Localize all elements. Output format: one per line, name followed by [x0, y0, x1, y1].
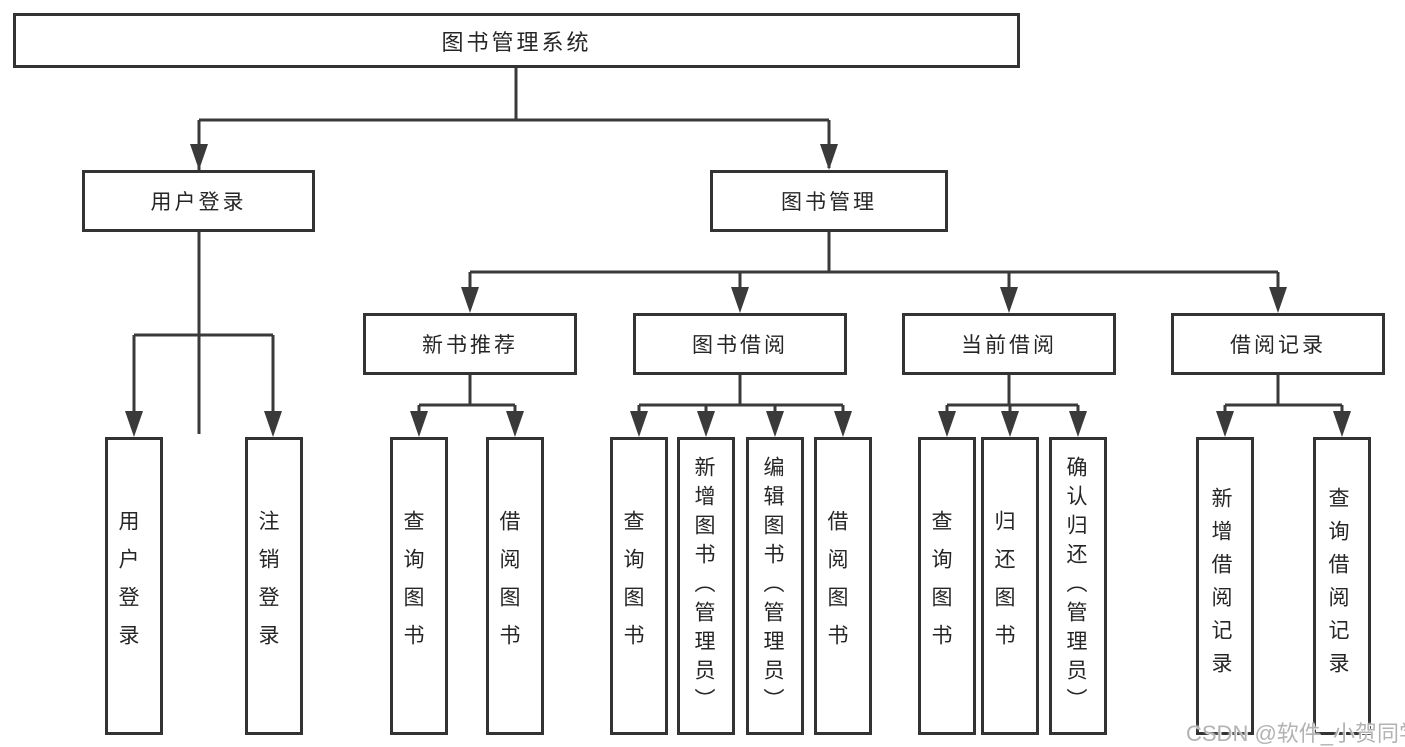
- arrow-down-icon: [461, 287, 479, 313]
- arrow-down-icon: [820, 144, 838, 170]
- leaf-query-books-3: 查询图书: [918, 437, 976, 735]
- node-borrow-records: 借阅记录: [1171, 313, 1385, 375]
- node-label: 图书管理: [781, 191, 877, 214]
- node-label: 编辑图书（管理员）: [761, 455, 784, 717]
- node-label: 查询图书: [401, 510, 424, 662]
- connector-book-borrow-to-leaves: [637, 375, 845, 432]
- arrow-down-icon: [938, 411, 956, 437]
- arrow-down-icon: [1001, 411, 1019, 437]
- node-label: 借阅记录: [1230, 334, 1326, 357]
- node-label: 新书推荐: [422, 334, 518, 357]
- connector-root-to-branches: [197, 68, 831, 434]
- arrow-down-icon: [731, 287, 749, 313]
- leaf-logout: 注销登录: [245, 437, 303, 735]
- connector-current-borrow-to-leaves: [945, 375, 1080, 432]
- leaf-query-books-2: 查询图书: [610, 437, 668, 735]
- node-label: 借阅图书: [825, 510, 848, 662]
- arrow-down-icon: [1000, 287, 1018, 313]
- node-label: 借阅图书: [497, 510, 520, 662]
- arrow-down-icon: [125, 411, 143, 437]
- leaf-return-books: 归还图书: [981, 437, 1039, 735]
- node-label: 归还图书: [992, 510, 1015, 662]
- node-label: 当前借阅: [961, 334, 1057, 357]
- arrow-down-icon: [1216, 411, 1234, 437]
- node-new-book-recommend: 新书推荐: [363, 313, 577, 375]
- connector-user-login-to-leaves: [132, 232, 275, 432]
- node-label: 查询图书: [621, 510, 644, 662]
- node-label: 新增图书（管理员）: [692, 455, 715, 717]
- arrow-down-icon: [697, 411, 715, 437]
- node-user-login-branch: 用户登录: [82, 170, 315, 232]
- arrow-down-icon: [1269, 287, 1287, 313]
- leaf-query-books-1: 查询图书: [390, 437, 448, 735]
- node-current-borrow: 当前借阅: [902, 313, 1116, 375]
- node-label: 注销登录: [256, 510, 279, 662]
- leaf-borrow-books-1: 借阅图书: [486, 437, 544, 735]
- arrow-down-icon: [766, 411, 784, 437]
- leaf-query-borrow-record: 查询借阅记录: [1313, 437, 1371, 735]
- leaf-add-borrow-record: 新增借阅记录: [1196, 437, 1254, 735]
- arrow-down-icon: [264, 411, 282, 437]
- node-label: 查询借阅记录: [1326, 487, 1349, 685]
- arrow-down-icon: [834, 411, 852, 437]
- arrow-down-icon: [630, 411, 648, 437]
- arrow-down-icon: [506, 411, 524, 437]
- node-book-borrow: 图书借阅: [633, 313, 847, 375]
- node-label: 新增借阅记录: [1209, 487, 1232, 685]
- node-book-management-branch: 图书管理: [710, 170, 948, 232]
- leaf-confirm-return-admin: 确认归还（管理员）: [1049, 437, 1107, 735]
- node-label: 用户登录: [150, 191, 247, 214]
- node-label: 图书借阅: [692, 334, 788, 357]
- connector-borrow-records-to-leaves: [1223, 375, 1344, 432]
- connector-book-mgmt-to-sections: [468, 232, 1280, 308]
- leaf-borrow-books-2: 借阅图书: [814, 437, 872, 735]
- arrow-down-icon: [1333, 411, 1351, 437]
- arrow-down-icon: [190, 144, 208, 170]
- arrow-down-icon: [410, 411, 428, 437]
- arrow-down-icon: [1069, 411, 1087, 437]
- leaf-add-books-admin: 新增图书（管理员）: [677, 437, 735, 735]
- csdn-watermark: CSDN @软件_小贺同学: [1186, 721, 1405, 746]
- node-label: 确认归还（管理员）: [1064, 455, 1087, 717]
- node-library-management-system: 图书管理系统: [13, 13, 1020, 68]
- node-label: 用户登录: [116, 510, 139, 662]
- node-label: 图书管理系统: [441, 29, 592, 55]
- connector-new-book-to-leaves: [417, 375, 517, 432]
- leaf-edit-books-admin: 编辑图书（管理员）: [746, 437, 804, 735]
- node-label: 查询图书: [929, 510, 952, 662]
- leaf-user-login: 用户登录: [105, 437, 163, 735]
